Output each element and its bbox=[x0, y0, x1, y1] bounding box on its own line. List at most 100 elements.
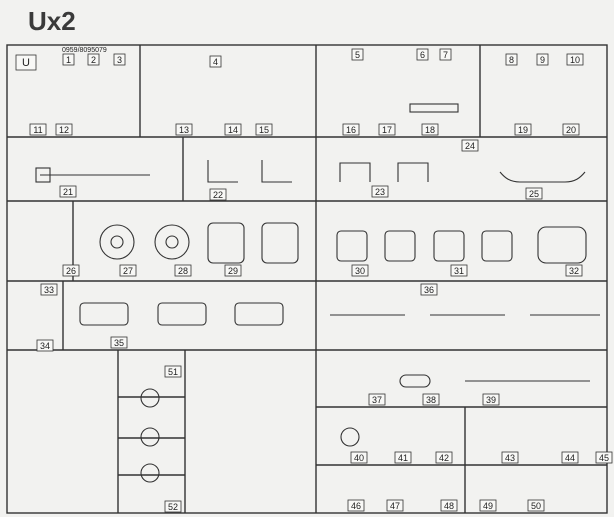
part-label-box bbox=[62, 264, 80, 277]
part-label-box bbox=[422, 393, 440, 406]
part-label-box bbox=[501, 451, 519, 464]
part-number: 40 bbox=[354, 453, 364, 463]
part-label-box bbox=[394, 451, 412, 464]
part-label-box bbox=[209, 188, 227, 201]
part-number: 25 bbox=[529, 189, 539, 199]
part-label-box bbox=[36, 339, 54, 352]
part-label-box bbox=[164, 365, 182, 378]
part-label-box bbox=[224, 264, 242, 277]
part-label-box bbox=[386, 499, 404, 512]
part-number: 45 bbox=[599, 453, 609, 463]
part-label-box bbox=[224, 123, 242, 136]
sprue-letter: U bbox=[22, 57, 30, 69]
part-label-box bbox=[62, 53, 75, 66]
part-label-box bbox=[209, 55, 222, 68]
part-number: 29 bbox=[228, 266, 238, 276]
part-label-box bbox=[565, 264, 583, 277]
part-label-box bbox=[59, 185, 77, 198]
part-label-box bbox=[416, 48, 429, 61]
part-label-box bbox=[479, 499, 497, 512]
part-number: 28 bbox=[178, 266, 188, 276]
part-label-box bbox=[347, 499, 365, 512]
part-number: 14 bbox=[228, 125, 238, 135]
part-number: 44 bbox=[565, 453, 575, 463]
part-label-box bbox=[342, 123, 360, 136]
part-number: 41 bbox=[398, 453, 408, 463]
part-label-box bbox=[450, 264, 468, 277]
part-label-box bbox=[536, 53, 549, 66]
part-number: 22 bbox=[213, 190, 223, 200]
part-label-box bbox=[368, 393, 386, 406]
part-label-box bbox=[110, 336, 128, 349]
part-label-box bbox=[439, 48, 452, 61]
part-number: 42 bbox=[439, 453, 449, 463]
part-number: 13 bbox=[179, 125, 189, 135]
part-number: 16 bbox=[346, 125, 356, 135]
part-number: 17 bbox=[382, 125, 392, 135]
part-number: 30 bbox=[355, 266, 365, 276]
sprue-code: 0959/8095079 bbox=[62, 47, 107, 54]
part-label-box bbox=[505, 53, 518, 66]
part-number: 18 bbox=[425, 125, 435, 135]
part-label-box bbox=[87, 53, 100, 66]
part-number: 52 bbox=[168, 502, 178, 512]
part-number: 32 bbox=[569, 266, 579, 276]
part-number: 47 bbox=[390, 501, 400, 511]
part-label-box bbox=[378, 123, 396, 136]
part-number: 12 bbox=[59, 125, 69, 135]
sprue-frame bbox=[6, 44, 608, 514]
part-number: 48 bbox=[444, 501, 454, 511]
part-number: 21 bbox=[63, 187, 73, 197]
part-number: 20 bbox=[566, 125, 576, 135]
part-number: 6 bbox=[420, 50, 425, 60]
part-label-box bbox=[351, 264, 369, 277]
part-number: 23 bbox=[375, 187, 385, 197]
part-number: 51 bbox=[168, 367, 178, 377]
part-number: 26 bbox=[66, 266, 76, 276]
part-number: 50 bbox=[531, 501, 541, 511]
part-number: 31 bbox=[454, 266, 464, 276]
part-number: 8 bbox=[509, 55, 514, 65]
part-label-box bbox=[566, 53, 584, 66]
part-number: 1 bbox=[66, 55, 71, 65]
part-number: 3 bbox=[117, 55, 122, 65]
part-label-box bbox=[55, 123, 73, 136]
sprue-letter-box bbox=[15, 54, 37, 71]
part-number: 27 bbox=[123, 266, 133, 276]
part-label-box bbox=[40, 283, 58, 296]
part-label-box bbox=[119, 264, 137, 277]
part-label-box bbox=[371, 185, 389, 198]
part-drawings bbox=[35, 103, 600, 483]
part-number: 15 bbox=[259, 125, 269, 135]
part-number: 9 bbox=[540, 55, 545, 65]
part-label-box bbox=[525, 187, 543, 200]
part-label-box bbox=[175, 123, 193, 136]
part-number: 19 bbox=[518, 125, 528, 135]
part-number: 24 bbox=[465, 141, 475, 151]
part-label-box bbox=[482, 393, 500, 406]
part-number: 10 bbox=[570, 55, 580, 65]
part-label-box bbox=[420, 283, 438, 296]
part-number: 11 bbox=[33, 125, 42, 135]
part-number: 2 bbox=[91, 55, 96, 65]
part-label-box bbox=[440, 499, 458, 512]
part-number: 49 bbox=[483, 501, 493, 511]
part-number: 39 bbox=[486, 395, 496, 405]
part-label-box bbox=[164, 500, 182, 513]
part-label-box bbox=[174, 264, 192, 277]
part-number: 38 bbox=[426, 395, 436, 405]
part-label-box bbox=[351, 48, 364, 61]
part-number: 36 bbox=[424, 285, 434, 295]
part-label-box bbox=[255, 123, 273, 136]
part-label-box bbox=[421, 123, 439, 136]
part-number: 33 bbox=[44, 285, 54, 295]
part-label-box bbox=[527, 499, 545, 512]
part-label-box bbox=[350, 451, 368, 464]
page-title: Ux2 bbox=[28, 6, 76, 36]
part-number: 35 bbox=[114, 338, 124, 348]
part-label-box bbox=[29, 123, 47, 136]
part-number: 46 bbox=[351, 501, 361, 511]
part-number: 37 bbox=[372, 395, 382, 405]
part-number: 43 bbox=[505, 453, 515, 463]
